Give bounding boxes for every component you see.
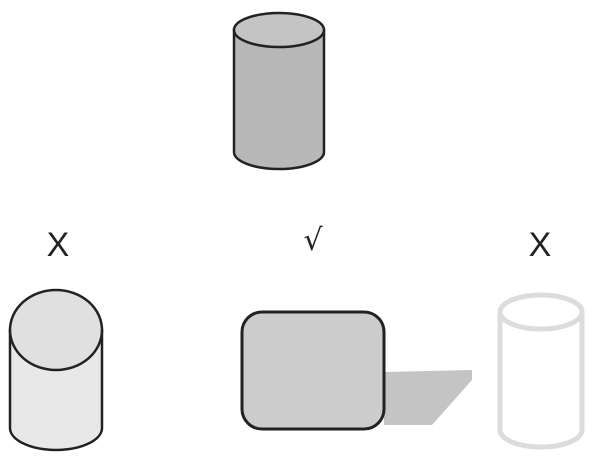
- wrong-mark-left: X: [46, 226, 70, 264]
- reference-cylinder-body: [232, 28, 326, 171]
- option-right-cylinder-body: [497, 312, 585, 450]
- option-middle-rounded-square: [240, 310, 386, 431]
- option-middle-square: [240, 310, 472, 431]
- wrong-mark-right: X: [528, 226, 552, 264]
- reference-cylinder: [232, 11, 326, 171]
- option-left-cylinder-top: [8, 288, 104, 372]
- option-right-cylinder: [497, 292, 585, 450]
- option-right-cylinder-top: [497, 292, 585, 332]
- check-mark-middle: √: [303, 223, 323, 258]
- option-middle-shadow: [384, 370, 472, 425]
- reference-cylinder-top: [232, 11, 326, 49]
- option-left-cylinder: [8, 288, 104, 452]
